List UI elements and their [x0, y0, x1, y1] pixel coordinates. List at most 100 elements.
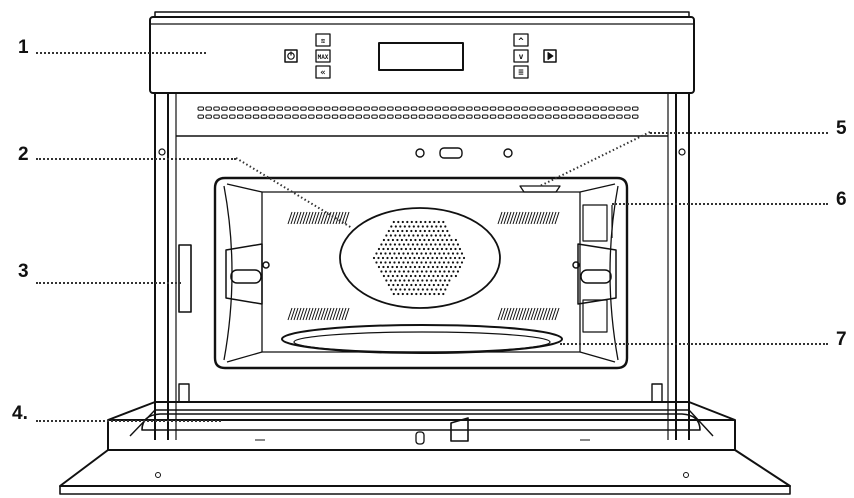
vent-slot: [379, 106, 386, 111]
fan-hole: [402, 270, 406, 273]
callout-3-label: 3: [18, 261, 29, 282]
grille-hatch: [521, 211, 527, 225]
fan-hole: [386, 256, 389, 260]
grille-hatch: [320, 307, 326, 321]
grille-hatch: [332, 307, 338, 321]
fan-hole: [445, 247, 448, 251]
fan-hole: [446, 283, 449, 287]
vent-slot: [229, 106, 236, 111]
vent-slot: [592, 114, 599, 119]
vent-slot: [426, 106, 434, 111]
grille-hatch: [545, 211, 551, 225]
fan-hole: [407, 234, 410, 237]
fan-hole: [404, 256, 407, 260]
fan-hole: [379, 252, 383, 255]
play-icon: [547, 52, 554, 60]
vent-slot: [584, 106, 592, 111]
fan-hole: [398, 243, 401, 246]
vent-slot: [268, 114, 276, 119]
grille-hatch: [503, 307, 509, 321]
grille-hatch: [338, 307, 344, 321]
fan-hole: [400, 274, 403, 278]
grille-hatch: [524, 211, 530, 225]
fan-hole: [382, 238, 385, 242]
fan-hole: [439, 225, 442, 228]
fan-hole: [437, 283, 440, 287]
fan-hole: [414, 229, 417, 233]
fan-hole: [452, 243, 455, 246]
fan-hole: [408, 225, 411, 228]
fan-hole: [428, 220, 431, 224]
grille-hatch: [536, 211, 542, 225]
fan-hole: [439, 279, 442, 282]
grille-hatch: [299, 307, 305, 321]
vent-slot: [474, 106, 481, 111]
fan-hole: [392, 292, 395, 296]
callout-7-leader: [560, 343, 828, 345]
fan-hole: [421, 225, 424, 228]
grille-hatch: [323, 307, 329, 321]
fan-hole: [423, 274, 426, 278]
vent-slot: [474, 114, 481, 119]
panel-glyph-1: ≋: [321, 37, 325, 45]
fan-hole: [407, 243, 410, 246]
fan-hole: [372, 256, 376, 260]
vent-slot: [323, 106, 331, 111]
fan-hole: [384, 243, 388, 246]
vent-slot: [395, 114, 402, 119]
grille-hatch: [518, 211, 524, 225]
fan-hole: [416, 270, 419, 273]
vent-slot: [442, 114, 449, 119]
vent-slot: [331, 114, 339, 119]
fan-perforation: [372, 220, 466, 296]
callout-6-label: 6: [836, 189, 847, 210]
fan-hole: [425, 279, 428, 282]
fan-hole: [409, 238, 412, 242]
fan-hole: [391, 265, 394, 269]
fan-hole: [447, 270, 451, 273]
fan-hole: [380, 270, 383, 273]
vent-slot: [529, 106, 536, 111]
fan-hole: [445, 274, 448, 278]
vent-slot: [497, 106, 505, 111]
fan-hole: [385, 279, 388, 282]
fan-hole: [428, 229, 431, 233]
vent-slot: [363, 114, 370, 119]
cavity-top-details: [415, 147, 513, 159]
fan-hole: [435, 256, 439, 260]
vent-slot: [268, 106, 276, 111]
fan-hole: [451, 261, 455, 264]
fan-hole: [450, 238, 453, 242]
vent-slot: [371, 114, 378, 119]
grille-hatch: [530, 211, 536, 225]
fan-hole: [401, 283, 404, 287]
grille-hatch: [539, 307, 545, 321]
grille-hatch: [305, 307, 311, 321]
fan-hole: [390, 288, 393, 291]
vent-slot: [608, 114, 615, 119]
oven-cabinet: [154, 93, 690, 440]
vent-slot: [426, 114, 434, 119]
fan-hole: [388, 252, 392, 255]
fan-hole: [430, 288, 433, 291]
fan-hole: [412, 288, 415, 291]
turntable: [281, 324, 563, 354]
fan-hole: [425, 234, 428, 237]
vent-slot: [592, 106, 599, 111]
fan-hole: [416, 243, 419, 246]
fan-hole: [428, 283, 431, 287]
vent-slot: [489, 106, 497, 111]
fan-hole: [391, 238, 394, 242]
fan-hole: [427, 238, 430, 242]
grille-hatch: [527, 211, 533, 225]
vent-slot: [632, 114, 639, 119]
grille-hatch: [308, 307, 314, 321]
fan-hole: [404, 247, 408, 251]
fan-hole: [399, 225, 402, 228]
fan-hole: [407, 279, 410, 282]
fan-hole: [435, 225, 438, 228]
fan-hole: [407, 270, 410, 273]
fan-hole: [456, 270, 460, 273]
vent-slot: [316, 106, 323, 111]
fan-hole: [434, 270, 437, 273]
